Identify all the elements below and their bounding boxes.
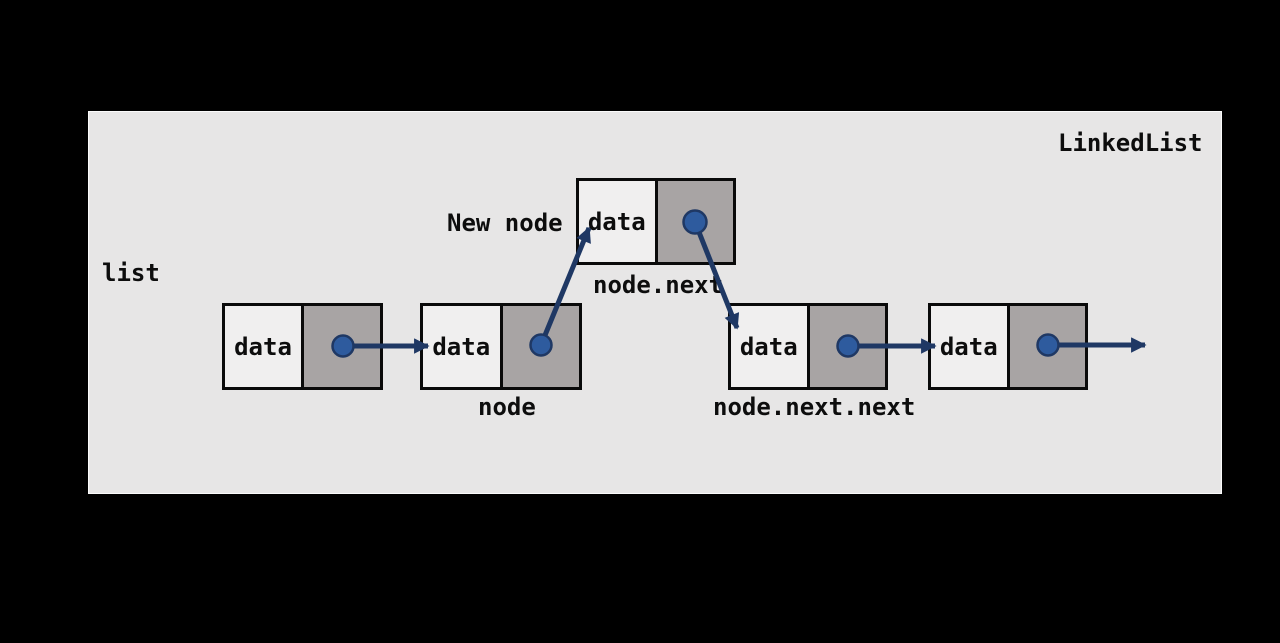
- node-next-next-caption: node.next.next: [713, 393, 916, 421]
- node-2-pointer-cell: [502, 306, 579, 387]
- node-1-pointer-cell: [304, 306, 380, 387]
- node-3-pointer-cell: [809, 306, 885, 387]
- node-4-pointer-cell: [1009, 306, 1085, 387]
- list-node-4: data: [928, 303, 1088, 390]
- new-node-data-label: data: [587, 207, 646, 236]
- node-3-data-cell: data: [731, 306, 810, 387]
- panel-title: LinkedList: [1058, 129, 1203, 157]
- new-node-data-cell: data: [579, 181, 658, 262]
- node-4-data-cell: data: [931, 306, 1010, 387]
- new-node-pointer-cell: [657, 181, 733, 262]
- node-2-data-cell: data: [423, 306, 503, 387]
- new-node-label: New node: [447, 209, 563, 237]
- node-2-data-label: data: [432, 332, 491, 361]
- list-node-3: data: [728, 303, 888, 390]
- list-node-2: data: [420, 303, 582, 390]
- node-caption: node: [478, 393, 536, 421]
- list-node-1: data: [222, 303, 383, 390]
- node-4-data-label: data: [939, 332, 998, 361]
- list-label: list: [102, 259, 160, 287]
- node-3-data-label: data: [739, 332, 798, 361]
- node-1-data-cell: data: [225, 306, 304, 387]
- node-1-data-label: data: [234, 332, 292, 361]
- new-node: data: [576, 178, 736, 265]
- new-node-caption: node.next: [593, 271, 724, 299]
- diagram-panel: LinkedList list New node node.next node …: [88, 111, 1222, 494]
